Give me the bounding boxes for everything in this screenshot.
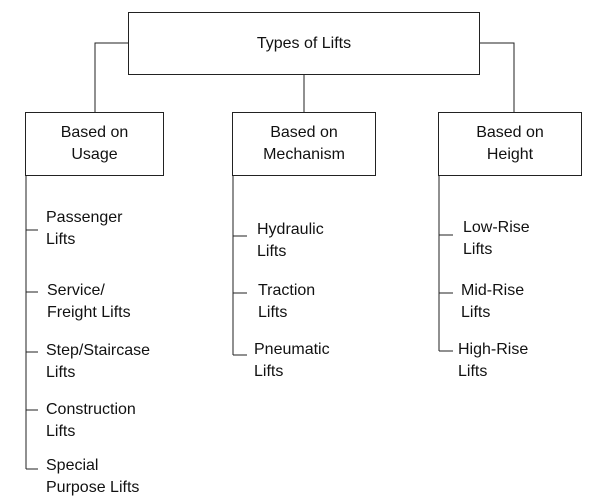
category-label-mechanism: Based on Mechanism	[263, 124, 345, 163]
root-node: Types of Lifts	[128, 12, 480, 75]
leaf-item: High-Rise Lifts	[458, 341, 529, 380]
leaf-item: Service/ Freight Lifts	[47, 282, 131, 321]
leaf-item: Low-Rise Lifts	[463, 219, 530, 258]
category-label-height: Based on Height	[476, 124, 544, 163]
leaf-item: Traction Lifts	[258, 282, 316, 321]
leaf-item: Construction Lifts	[46, 401, 136, 440]
leaf-item: Hydraulic Lifts	[257, 221, 324, 260]
leaf-item: Passenger Lifts	[46, 209, 123, 248]
leaf-item: Special Purpose Lifts	[46, 457, 140, 496]
category-node-usage: Based on Usage	[25, 112, 164, 176]
category-label-usage: Based on Usage	[60, 124, 129, 163]
category-node-height: Based on Height	[438, 112, 582, 176]
leaf-item: Pneumatic Lifts	[254, 341, 330, 380]
category-node-mechanism: Based on Mechanism	[232, 112, 376, 176]
connector-root-height	[480, 42, 515, 112]
connector-root-usage	[94, 42, 128, 112]
leaf-item: Mid-Rise Lifts	[461, 282, 525, 321]
root-label: Types of Lifts	[256, 34, 352, 52]
leaf-item: Step/Staircase Lifts	[46, 342, 151, 381]
